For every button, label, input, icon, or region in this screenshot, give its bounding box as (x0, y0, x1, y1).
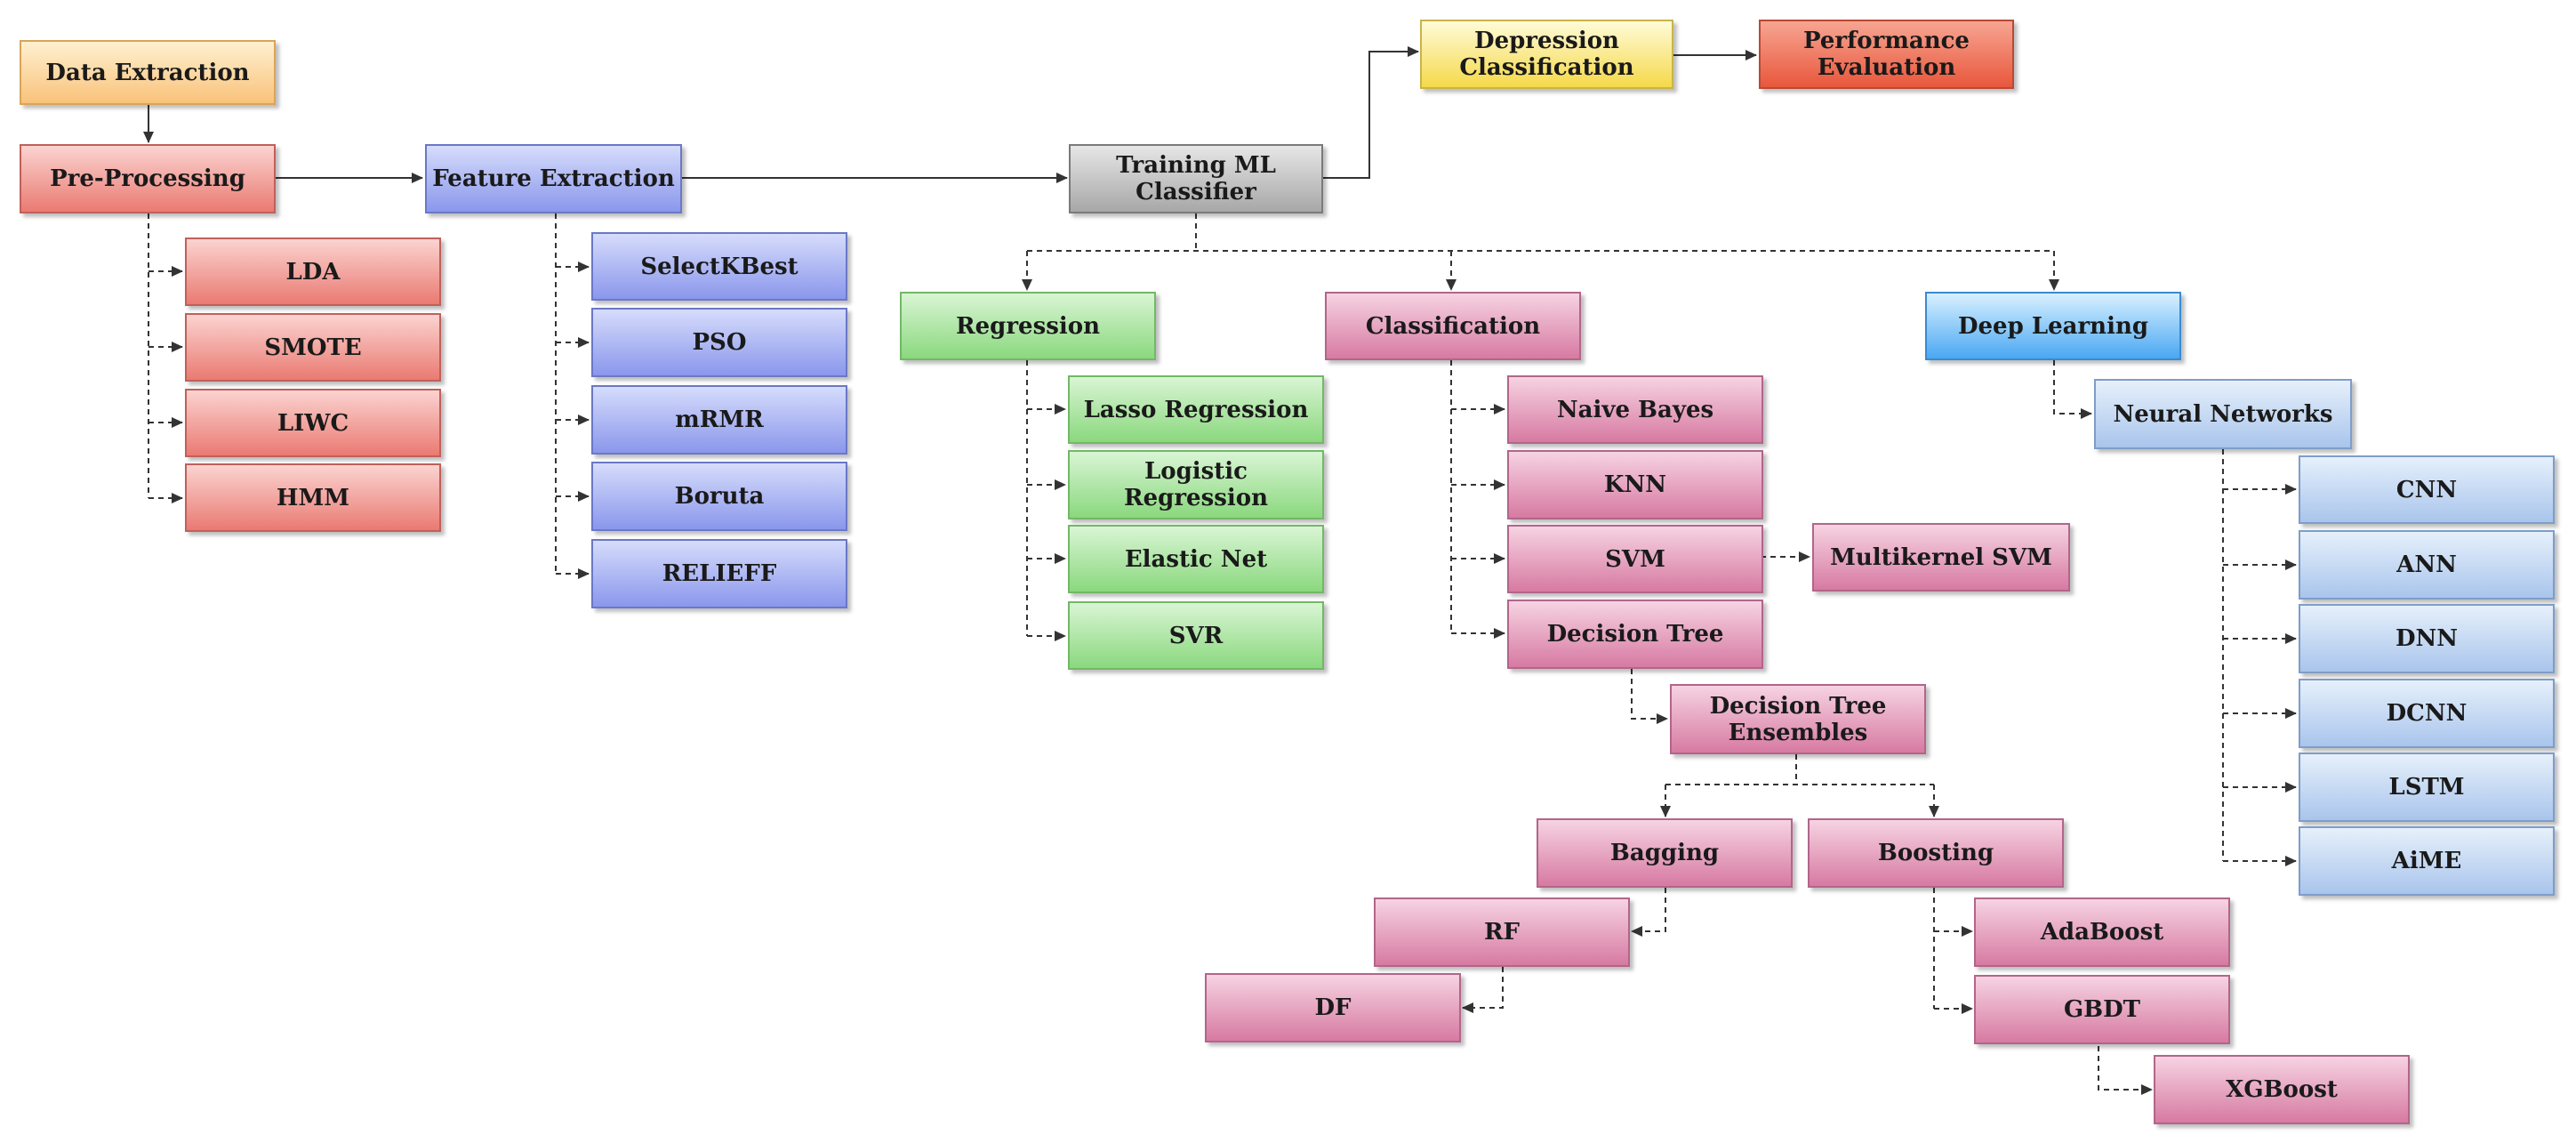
node-selectkbest: SelectKBest (591, 232, 847, 301)
node-dcnn: DCNN (2299, 679, 2555, 748)
node-decision-tree-ensembles: Decision Tree Ensembles (1670, 684, 1926, 754)
node-elastic-net: Elastic Net (1068, 525, 1324, 593)
node-adaboost: AdaBoost (1974, 897, 2230, 967)
node-ann: ANN (2299, 530, 2555, 600)
edge-training-to-depression (1323, 46, 1419, 179)
node-mrmr: mRMR (591, 385, 847, 455)
node-feature-extraction: Feature Extraction (425, 144, 682, 213)
node-liwc: LIWC (185, 389, 441, 457)
edge-deep-learning-to-neural-networks (2053, 360, 2092, 419)
node-logistic-regression: Logistic Regression (1068, 450, 1324, 519)
node-deep-learning: Deep Learning (1925, 292, 2181, 360)
node-df: DF (1205, 973, 1461, 1042)
node-boruta: Boruta (591, 462, 847, 531)
node-relieff: RELIEFF (591, 539, 847, 608)
node-lda: LDA (185, 237, 441, 306)
node-svr: SVR (1068, 601, 1324, 670)
node-training-ml-classifier: Training ML Classifier (1069, 144, 1323, 213)
node-dnn: DNN (2299, 604, 2555, 673)
node-hmm: HMM (185, 463, 441, 532)
node-lstm: LSTM (2299, 753, 2555, 822)
node-decision-tree: Decision Tree (1507, 600, 1763, 669)
node-cnn: CNN (2299, 455, 2555, 524)
edge-rf-to-df (1462, 967, 1504, 1013)
node-pso: PSO (591, 308, 847, 377)
edge-gbdt-to-xgboost (2098, 1046, 2153, 1095)
node-neural-networks: Neural Networks (2094, 379, 2352, 449)
node-gbdt: GBDT (1974, 975, 2230, 1044)
node-depression-classification: Depression Classification (1420, 20, 1673, 89)
edge-decision-tree-to-ensembles (1631, 669, 1668, 724)
node-multikernel-svm: Multikernel SVM (1812, 523, 2070, 592)
node-pre-processing: Pre-Processing (20, 144, 276, 213)
node-naive-bayes: Naive Bayes (1507, 375, 1763, 444)
node-data-extraction: Data Extraction (20, 40, 276, 105)
node-classification: Classification (1325, 292, 1581, 360)
node-xgboost: XGBoost (2154, 1055, 2410, 1124)
node-bagging: Bagging (1537, 818, 1793, 888)
node-svm: SVM (1507, 525, 1763, 593)
node-regression: Regression (900, 292, 1156, 360)
node-performance-evaluation: Performance Evaluation (1759, 20, 2014, 89)
node-smote: SMOTE (185, 313, 441, 382)
edge-bagging-to-rf (1631, 888, 1666, 937)
node-lasso-regression: Lasso Regression (1068, 375, 1324, 444)
node-aime: AiME (2299, 826, 2555, 896)
node-knn: KNN (1507, 450, 1763, 519)
node-boosting: Boosting (1808, 818, 2064, 888)
node-rf: RF (1374, 897, 1630, 967)
